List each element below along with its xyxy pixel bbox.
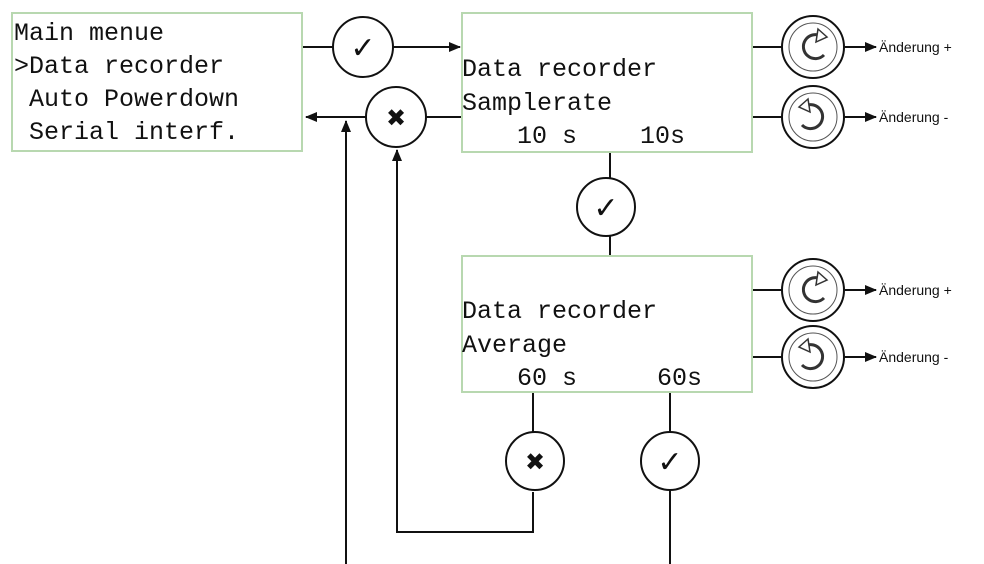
menu-line-3: Auto Powerdown	[14, 85, 239, 114]
change-minus-label: Änderung -	[879, 349, 949, 365]
main-menu-display: Main menue >Data recorder Auto Powerdown…	[11, 12, 303, 152]
svg-text:✓: ✓	[657, 445, 682, 480]
rotate-counterclockwise-icon[interactable]	[781, 325, 845, 389]
rotate-counterclockwise-icon[interactable]	[781, 85, 845, 149]
samplerate-display: Data recorder Samplerate 10 s 10s	[461, 12, 753, 153]
return-arrow-up-2	[392, 149, 534, 533]
menu-line-4: Serial interf.	[14, 118, 239, 147]
average-display: Data recorder Average 60 s 60s	[461, 255, 753, 393]
average-value-right: 60s	[657, 364, 702, 393]
rotate-clockwise-icon[interactable]	[781, 258, 845, 322]
check-icon[interactable]: ✓	[640, 431, 700, 491]
samplerate-label: Samplerate	[462, 89, 612, 118]
average-label: Average	[462, 331, 567, 360]
average-value-left: 60 s	[517, 364, 577, 393]
check-icon[interactable]: ✓	[576, 177, 636, 237]
samplerate-value-right: 10s	[640, 122, 685, 151]
svg-text:✓: ✓	[593, 191, 618, 226]
change-minus-label: Änderung -	[879, 109, 949, 125]
cancel-icon[interactable]: ✖	[365, 86, 427, 148]
rotate-clockwise-icon[interactable]	[781, 15, 845, 79]
check-icon[interactable]: ✓	[332, 16, 394, 78]
menu-line-2: >Data recorder	[14, 52, 224, 81]
svg-text:✖: ✖	[525, 448, 545, 476]
cancel-icon[interactable]: ✖	[505, 431, 565, 491]
average-title: Data recorder	[462, 297, 657, 326]
svg-text:✖: ✖	[386, 104, 406, 132]
samplerate-title: Data recorder	[462, 55, 657, 84]
samplerate-value-left: 10 s	[517, 122, 577, 151]
svg-text:✓: ✓	[350, 31, 375, 66]
change-plus-label: Änderung +	[879, 39, 952, 55]
change-plus-label: Änderung +	[879, 282, 952, 298]
menu-line-1: Main menue	[14, 19, 164, 48]
